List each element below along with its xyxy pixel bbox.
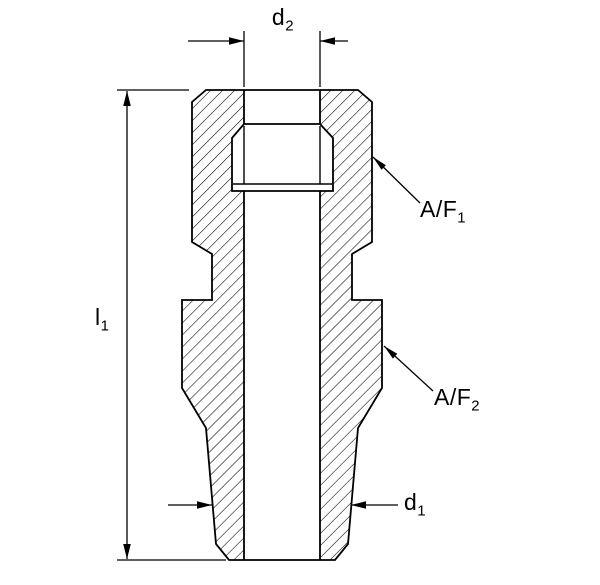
leader-af2 (383, 345, 434, 392)
label-sub: 1 (457, 209, 467, 227)
label-sub: 1 (417, 502, 427, 520)
label-sub: 2 (285, 17, 295, 35)
fitting-body-section (181, 89, 383, 561)
label-sub: 2 (471, 397, 481, 415)
leader-af1 (372, 156, 421, 204)
label-sub: 1 (100, 317, 110, 335)
label-base: d (271, 4, 286, 30)
dim-label-l1: l1 (95, 306, 109, 334)
dim-label-af2: A/F2 (434, 386, 480, 414)
dim-label-d2: d2 (272, 6, 294, 34)
dimension-d1 (168, 501, 398, 509)
label-base: l (95, 304, 101, 330)
dimension-d2 (188, 31, 348, 87)
dimension-l1 (117, 89, 226, 561)
dim-label-d1: d1 (404, 491, 426, 519)
label-base: A/F (420, 196, 458, 222)
bore-detail-lines (233, 126, 332, 185)
label-base: A/F (434, 384, 472, 410)
label-base: d (404, 489, 418, 515)
dim-label-af1: A/F1 (420, 198, 466, 226)
